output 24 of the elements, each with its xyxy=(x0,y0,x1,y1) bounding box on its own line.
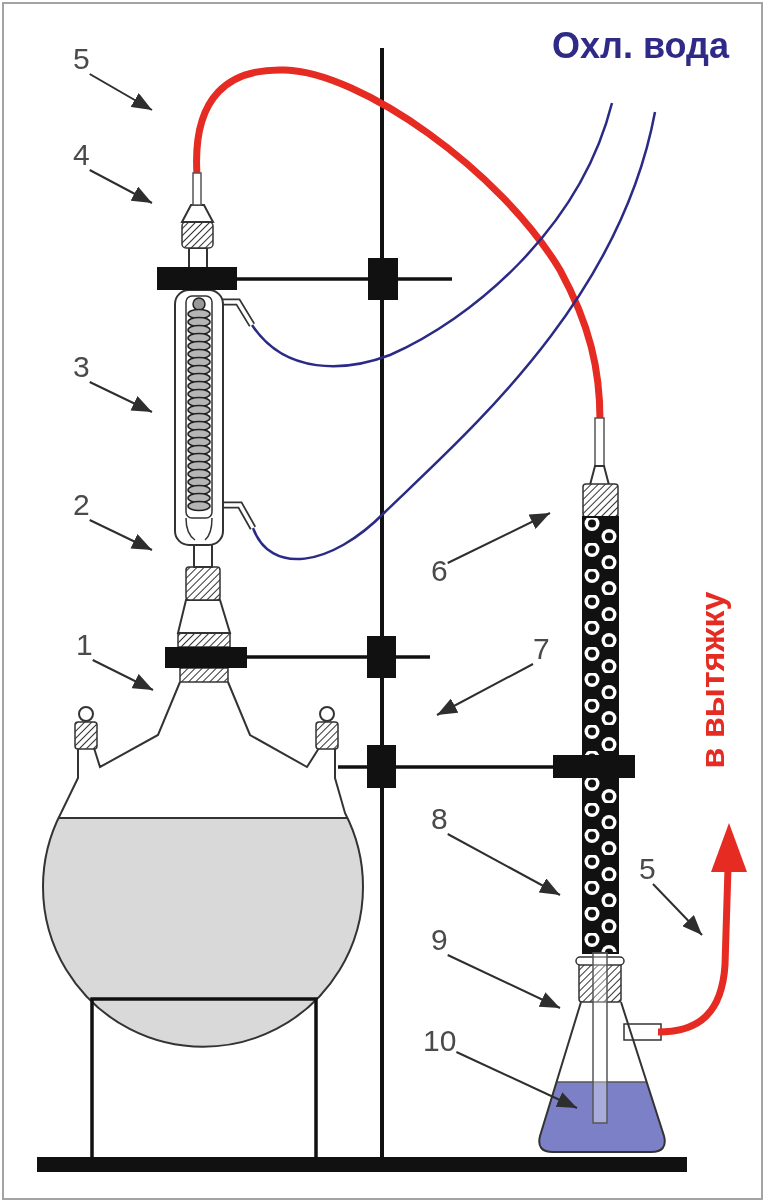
leader-arrow xyxy=(88,519,153,551)
callout-number: 7 xyxy=(533,634,550,664)
leader-arrow xyxy=(88,381,153,413)
callout-number: 2 xyxy=(73,490,90,520)
annotation-label: Охл. вода xyxy=(552,28,729,64)
leader-arrow xyxy=(88,73,153,111)
callout-number: 8 xyxy=(431,804,448,834)
callout-number: 5 xyxy=(639,854,656,884)
callout-number: 5 xyxy=(73,44,90,74)
leader-arrow xyxy=(446,512,551,564)
leader-arrow xyxy=(652,883,703,936)
vertical-annotation-label: в вытяжку xyxy=(694,591,729,769)
leader-arrow xyxy=(91,659,154,691)
leader-arrow xyxy=(88,169,153,204)
leader-arrow xyxy=(455,1051,578,1109)
callout-number: 6 xyxy=(431,556,448,586)
leader-arrow xyxy=(446,833,561,896)
leader-arrow xyxy=(436,663,534,716)
callout-number: 1 xyxy=(76,630,93,660)
callout-number: 10 xyxy=(423,1026,457,1056)
callout-number: 9 xyxy=(431,925,448,955)
callout-number: 4 xyxy=(73,140,90,170)
callout-number: 3 xyxy=(73,352,90,382)
leader-arrow xyxy=(446,954,561,1009)
